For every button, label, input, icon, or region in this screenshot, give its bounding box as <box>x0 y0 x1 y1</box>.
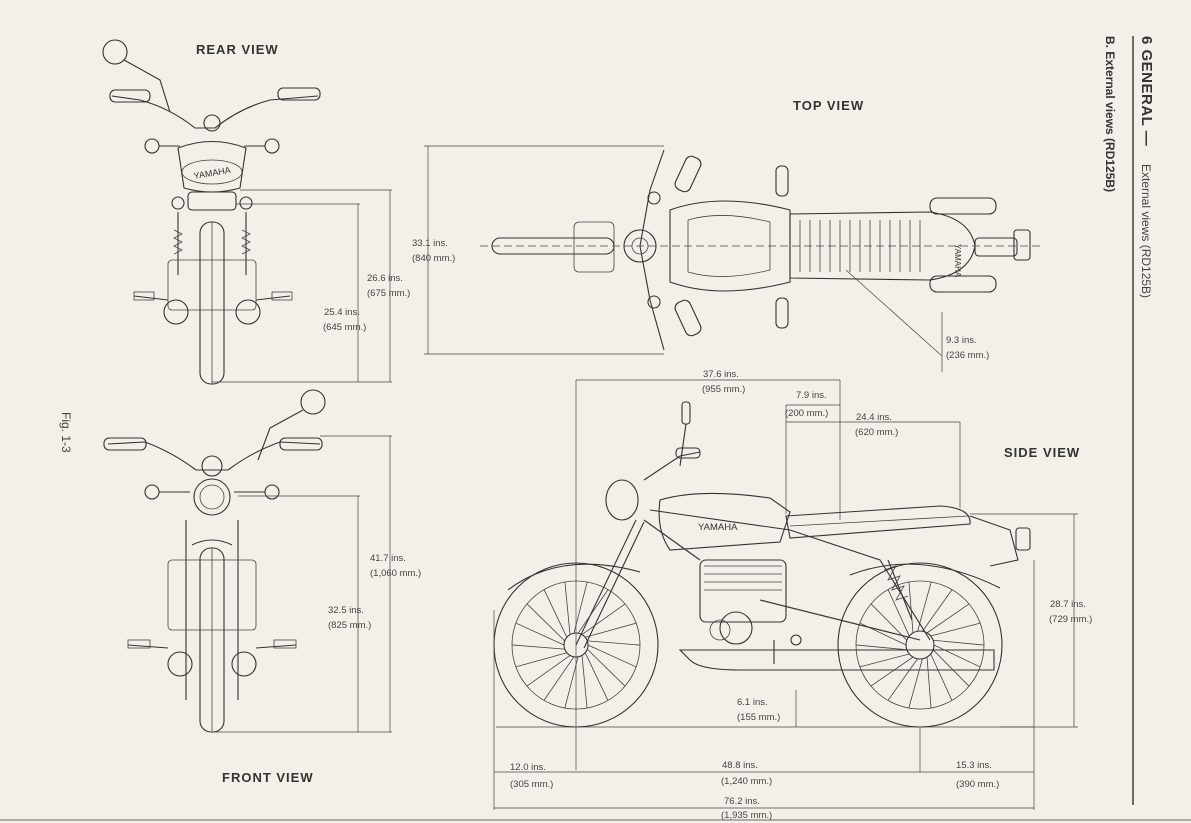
wheel-spoke <box>870 656 914 687</box>
dim-48-8-ins: 48.8 ins. <box>722 760 758 771</box>
dim-6-1-ins: 6.1 ins. <box>737 697 768 708</box>
dim-645-mm: (645 mm.) <box>323 322 366 333</box>
wheel-spoke <box>586 648 626 687</box>
chapter-header: 6 GENERAL — External views (RD125B) <box>1138 36 1155 298</box>
wheel-spoke <box>859 653 910 668</box>
top-view-motorcycle: YAMAHA <box>480 149 1040 351</box>
wheel-spoke <box>908 581 914 633</box>
dim-955-mm: (955 mm.) <box>702 384 745 395</box>
dim-1060-mm: (1,060 mm.) <box>370 568 421 579</box>
dim-33-1-ins: 33.1 ins. <box>412 238 448 249</box>
dim-7-9-ins: 7.9 ins. <box>796 390 827 401</box>
rear-view-title: REAR VIEW <box>196 42 279 57</box>
dim-1935-mm: (1,935 mm.) <box>721 810 772 821</box>
wheel-spoke <box>887 658 918 701</box>
side-view-dimensions: 37.6 ins. (955 mm.) 7.9 ins. (200 mm.) 2… <box>493 369 1092 821</box>
wheel-spoke <box>870 603 908 641</box>
dim-28-7-ins: 28.7 ins. <box>1050 599 1086 610</box>
dim-390-mm: (390 mm.) <box>956 779 999 790</box>
wheel-spoke <box>926 657 932 709</box>
front-view-motorcycle <box>103 389 326 733</box>
figure-label: Fig. 1-3 <box>59 412 73 453</box>
dim-41-7-ins: 41.7 ins. <box>370 553 406 564</box>
dim-1240-mm: (1,240 mm.) <box>721 776 772 787</box>
wheel-spoke <box>933 644 981 668</box>
dim-37-6-ins: 37.6 ins. <box>703 369 739 380</box>
wheel-spoke <box>930 622 981 637</box>
wheel-spoke <box>585 622 637 638</box>
wheel-spoke <box>887 589 910 637</box>
wheel-spoke <box>587 640 641 646</box>
wheel-spoke <box>543 656 575 701</box>
wheel-spoke <box>581 603 626 635</box>
top-view-dimensions: 33.1 ins. (840 mm.) 9.3 ins. (236 mm.) <box>412 145 989 372</box>
rear-brand-badge: YAMAHA <box>193 165 232 181</box>
wheel-spoke <box>855 644 907 651</box>
wheel-spoke <box>930 653 953 701</box>
wheel-spoke <box>932 649 970 687</box>
dim-620-mm: (620 mm.) <box>855 427 898 438</box>
chapter-title: 6 GENERAL — <box>1138 36 1155 146</box>
dim-236-mm: (236 mm.) <box>946 350 989 361</box>
wheel-spoke <box>564 581 571 635</box>
side-view-title: SIDE VIEW <box>1004 445 1080 460</box>
dim-32-5-ins: 32.5 ins. <box>328 605 364 616</box>
wheel-spoke <box>577 589 609 634</box>
wheel-spoke <box>515 622 565 646</box>
wheel-spoke <box>933 639 985 646</box>
dim-305-mm: (305 mm.) <box>510 779 553 790</box>
wheel-spoke <box>922 589 953 632</box>
section-title: B. External views (RD125B) <box>1103 36 1117 192</box>
dim-155-mm: (155 mm.) <box>737 712 780 723</box>
rear-view-dimensions: 26.6 ins. (675 mm.) 25.4 ins. (645 mm.) <box>212 189 410 383</box>
dim-675-mm: (675 mm.) <box>367 288 410 299</box>
dim-26-6-ins: 26.6 ins. <box>367 273 403 284</box>
top-view-title: TOP VIEW <box>793 98 864 113</box>
wheel-spoke <box>543 589 568 638</box>
dim-840-mm: (840 mm.) <box>412 253 455 264</box>
svg-text:Fig. 1-3: Fig. 1-3 <box>59 412 73 453</box>
wheel-spoke <box>526 603 566 642</box>
wheel-spoke <box>526 655 571 687</box>
rear-view-motorcycle: YAMAHA <box>102 39 321 385</box>
wheel-spoke <box>581 655 588 709</box>
front-view-dimensions: 41.7 ins. (1,060 mm.) 32.5 ins. (825 mm.… <box>212 435 421 733</box>
dim-825-mm: (825 mm.) <box>328 620 371 631</box>
section-header: B. External views (RD125B) <box>1103 36 1117 192</box>
front-view-title: FRONT VIEW <box>222 770 314 785</box>
dim-9-3-ins: 9.3 ins. <box>946 335 977 346</box>
dim-24-4-ins: 24.4 ins. <box>856 412 892 423</box>
side-view-motorcycle: YAMAHA <box>493 401 1034 728</box>
wheel-spoke <box>515 652 567 668</box>
dim-15-3-ins: 15.3 ins. <box>956 760 992 771</box>
dim-12-0-ins: 12.0 ins. <box>510 762 546 773</box>
side-brand-badge: YAMAHA <box>698 522 738 533</box>
dim-200-mm: (200 mm.) <box>785 408 828 419</box>
dim-25-4-ins: 25.4 ins. <box>324 307 360 318</box>
dim-76-2-ins: 76.2 ins. <box>724 796 760 807</box>
wheel-spoke <box>926 603 970 634</box>
wheel-spoke <box>908 658 923 709</box>
wheel-spoke <box>587 644 637 668</box>
chapter-topic: External views (RD125B) <box>1139 164 1153 298</box>
top-brand-badge: YAMAHA <box>953 244 962 278</box>
wheel-spoke <box>511 644 565 650</box>
dim-729-mm: (729 mm.) <box>1049 614 1092 625</box>
wheel-spoke <box>584 652 609 701</box>
